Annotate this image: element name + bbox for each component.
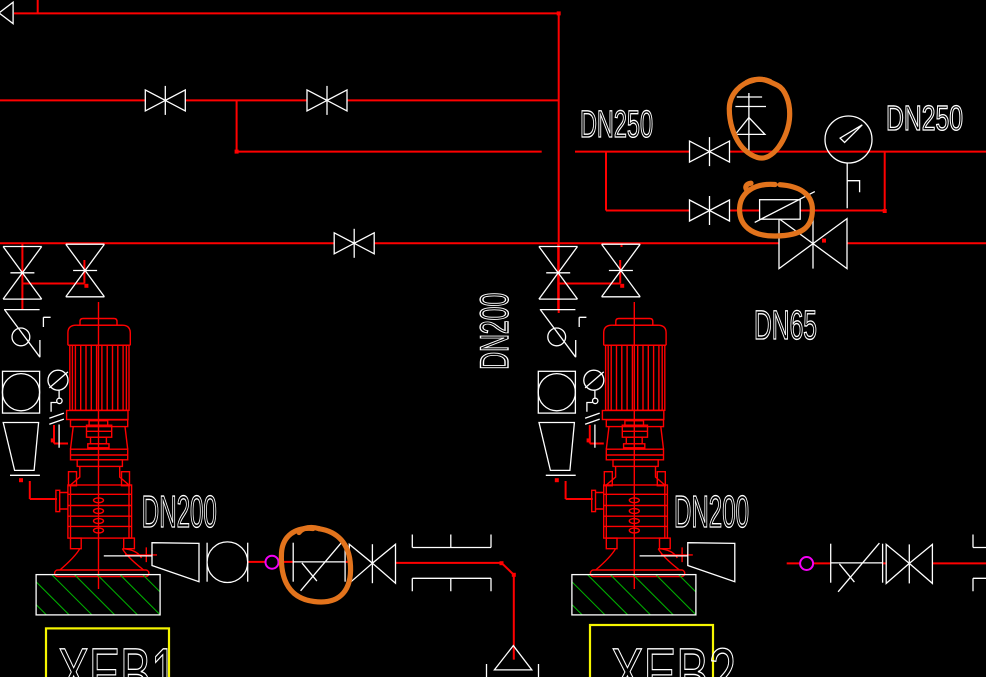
svg-text:DN250: DN250: [580, 104, 653, 146]
svg-text:DN65: DN65: [754, 302, 817, 348]
svg-text:XEB1: XEB1: [58, 634, 177, 677]
svg-text:DN200: DN200: [674, 486, 749, 537]
svg-text:DN200: DN200: [473, 293, 517, 370]
svg-text:DN250: DN250: [886, 99, 963, 138]
svg-text:DN200: DN200: [142, 486, 217, 537]
svg-text:XEB2: XEB2: [611, 634, 736, 677]
